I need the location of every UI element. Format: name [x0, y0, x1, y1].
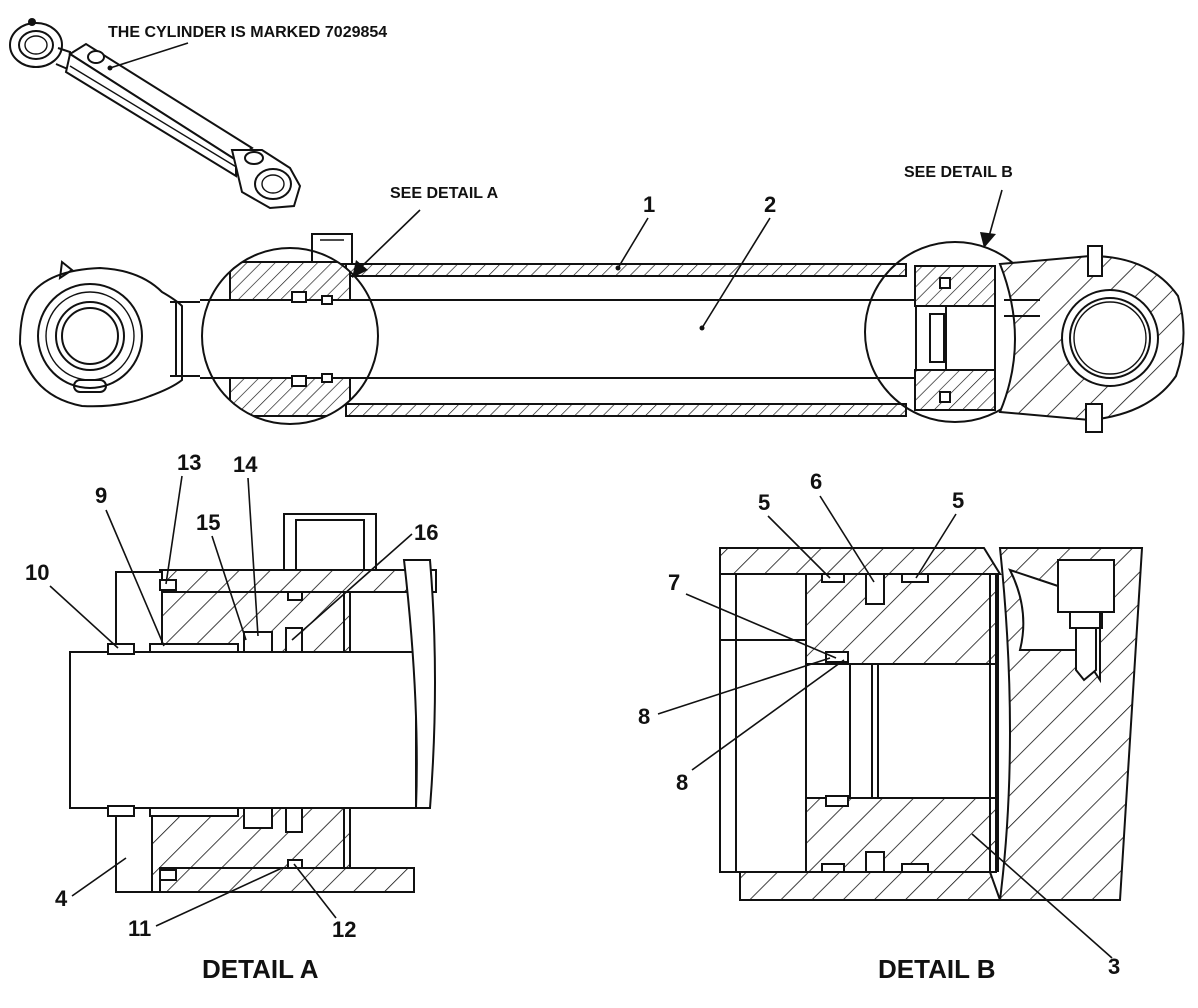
part-label-4: 4 [55, 886, 68, 911]
detail-a-circle [201, 247, 379, 425]
part-label-7: 7 [668, 570, 680, 595]
part-label-2: 2 [764, 192, 776, 217]
note-leader [109, 42, 189, 69]
main-cylinder-section [18, 233, 1185, 433]
detail-b-title: DETAIL B [878, 954, 995, 984]
see-detail-a-arrow [357, 209, 421, 271]
part-label-8-upper: 8 [638, 704, 650, 729]
part-label-1: 1 [643, 192, 655, 217]
detail-a-view [69, 513, 437, 893]
see-detail-b-label: SEE DETAIL B [904, 164, 1013, 181]
see-detail-b-arrow [987, 189, 1003, 241]
part-label-10: 10 [25, 560, 49, 585]
part-label-6: 6 [810, 469, 822, 494]
part-label-16: 16 [414, 520, 438, 545]
part-label-11: 11 [128, 916, 151, 941]
part-label-5-right: 5 [952, 488, 964, 513]
part-label-8-lower: 8 [676, 770, 688, 795]
part-label-3: 3 [1108, 954, 1120, 979]
cylinder-marking-note: THE CYLINDER IS MARKED 7029854 [108, 24, 387, 41]
iso-cylinder-thumbnail [9, 18, 302, 210]
detail-b-view [719, 547, 1144, 901]
part-label-15: 15 [196, 510, 220, 535]
part-label-13: 13 [177, 450, 201, 475]
part-label-9: 9 [95, 483, 107, 508]
part-label-12: 12 [332, 917, 356, 942]
see-detail-a-label: SEE DETAIL A [390, 185, 499, 202]
part-label-5-left: 5 [758, 490, 770, 515]
part-label-14: 14 [233, 452, 258, 477]
detail-a-title: DETAIL A [202, 954, 319, 984]
